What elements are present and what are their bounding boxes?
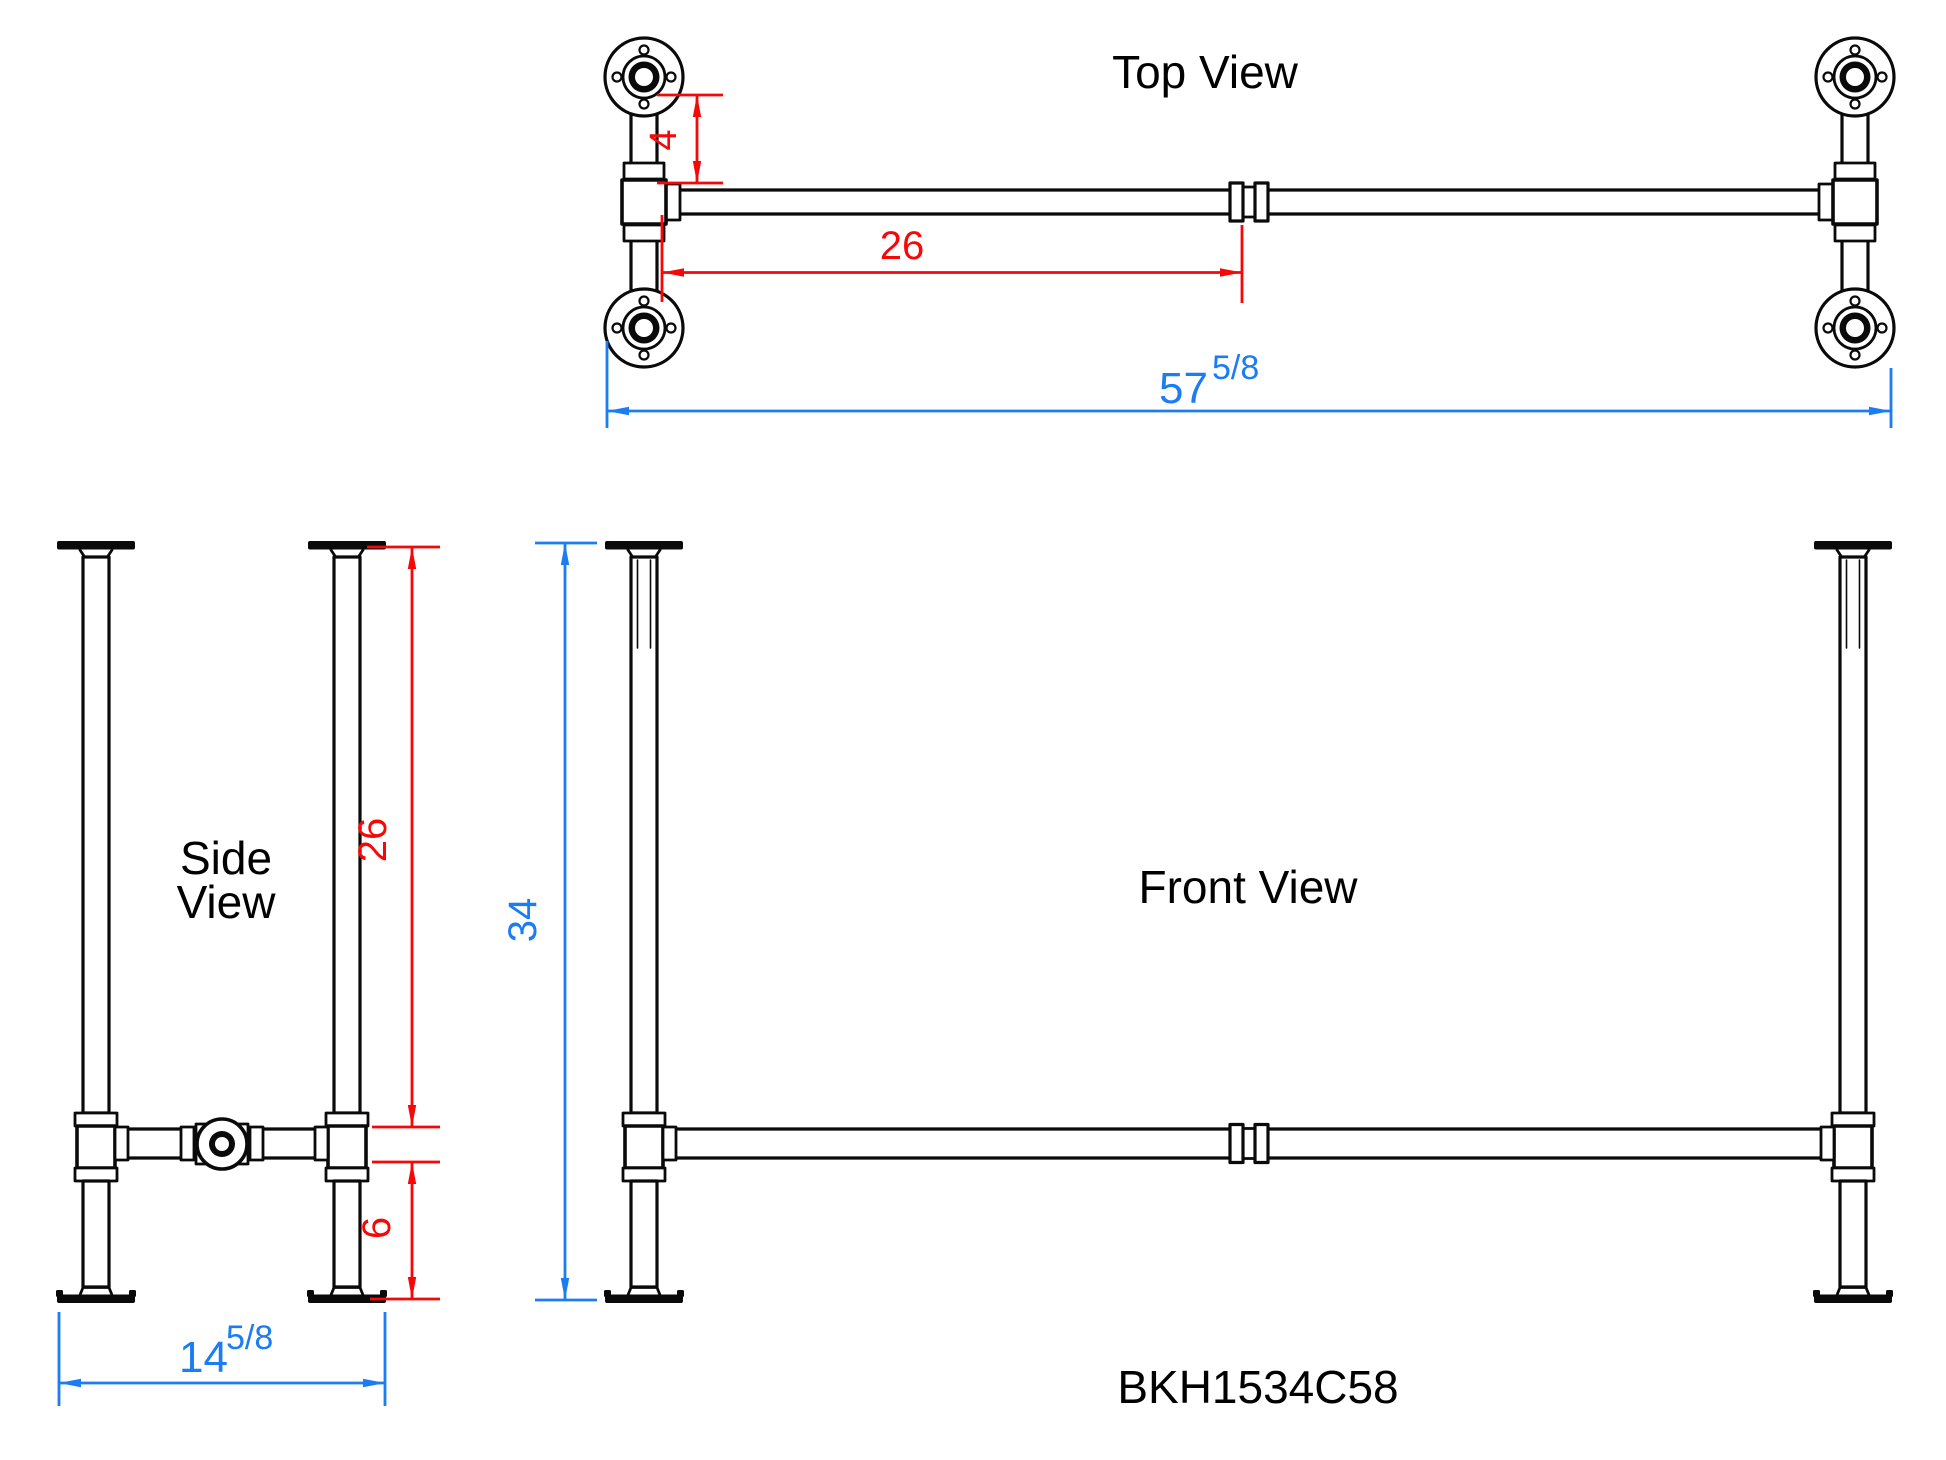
pipe-coupling-icon: [1228, 1122, 1270, 1165]
center-tee-end-icon: [194, 1117, 250, 1171]
dimension-value: 6: [355, 1217, 399, 1239]
table-leg-icon: [305, 539, 389, 1305]
arrowhead: [560, 1278, 570, 1300]
pipe-collar: [179, 1125, 196, 1162]
pipe-collar: [664, 182, 682, 222]
arrowhead: [407, 547, 417, 569]
front-view: Front View 34: [501, 539, 1895, 1305]
flange-top-icon: [1814, 36, 1896, 118]
dimension-depth: 14 5/8: [57, 1312, 387, 1406]
arrowhead: [560, 543, 570, 565]
arrowhead: [692, 161, 702, 183]
flange-top-icon: [603, 287, 685, 369]
dimension-overall-height: 34: [501, 541, 597, 1302]
arrowhead: [692, 95, 702, 117]
dimension-side-lower-clearance: 6: [355, 1160, 440, 1301]
side-view-title-line2: View: [177, 876, 277, 928]
dimension-value: 4: [643, 129, 685, 150]
product-code: BKH1534C58: [1117, 1361, 1398, 1413]
dimension-overall-length: 57 5/8: [605, 341, 1893, 428]
flange-top-icon: [603, 36, 685, 118]
dimension-top-flange-to-rail: 4: [643, 93, 723, 185]
arrowhead: [1869, 406, 1891, 416]
arrowhead: [607, 406, 629, 416]
pipe-collar: [313, 1125, 330, 1162]
side-view-frame: [54, 539, 389, 1305]
dimension-value-whole: 14: [179, 1333, 228, 1382]
flange-top-icon: [1814, 287, 1896, 369]
table-leg-icon: [54, 539, 138, 1305]
dimension-value: 26: [880, 224, 925, 268]
arrowhead: [407, 1105, 417, 1127]
pipe-bore: [215, 1137, 229, 1151]
dimension-value-fraction: 5/8: [1212, 349, 1259, 387]
side-view-title-line1: Side: [180, 832, 272, 884]
arrowhead: [662, 268, 684, 277]
tee-fitting-icon: [1831, 178, 1879, 226]
pipe-collar: [1819, 1125, 1836, 1162]
top-view-title: Top View: [1112, 46, 1299, 98]
arrowhead: [59, 1378, 81, 1388]
dimension-value: 34: [501, 898, 545, 943]
front-view-frame: [602, 539, 1895, 1305]
dimension-top-tee-to-coupling: 26: [660, 215, 1244, 303]
side-view: Side View 26: [54, 539, 440, 1406]
arrowhead: [363, 1378, 385, 1388]
arrowhead: [407, 1277, 417, 1299]
front-view-title: Front View: [1138, 861, 1358, 913]
dimension-value-fraction: 5/8: [226, 1319, 273, 1357]
top-view: Top View 4: [603, 36, 1896, 428]
pipe-collar: [661, 1125, 678, 1162]
tee-fitting-icon: [620, 178, 668, 226]
arrowhead: [1220, 268, 1242, 277]
table-leg-icon: [602, 539, 686, 1305]
pipe-collar: [1817, 182, 1835, 222]
pipe-collar: [248, 1125, 265, 1162]
dimension-value: 26: [351, 818, 395, 863]
table-leg-icon: [1811, 539, 1895, 1305]
pipe-coupling-icon: [1228, 181, 1270, 223]
top-view-frame: [603, 36, 1896, 369]
pipe-collar: [113, 1125, 130, 1162]
drawing-footer: BKH1534C58: [1117, 1361, 1398, 1413]
dimension-value-whole: 57: [1159, 364, 1208, 413]
arrowhead: [407, 1162, 417, 1184]
dimension-side-upper-height: 26: [351, 545, 440, 1129]
